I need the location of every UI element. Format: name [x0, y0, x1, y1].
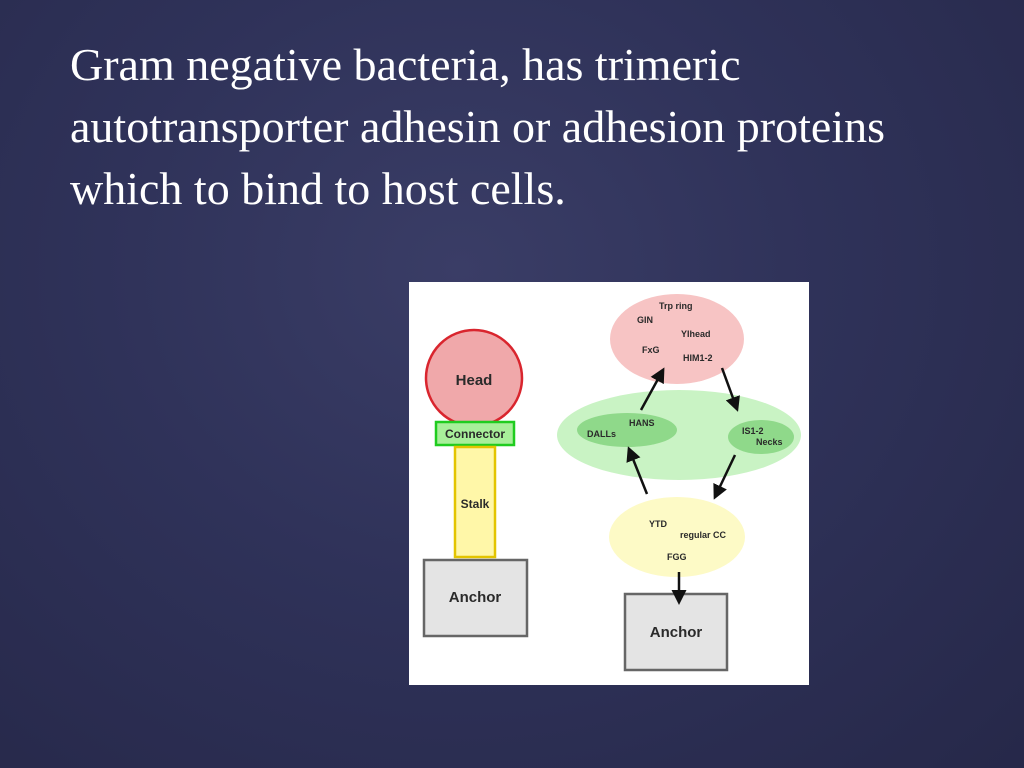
motif-yihead: YIhead	[681, 329, 711, 339]
motif-dalls: DALLs	[587, 429, 616, 439]
motif-hans: HANS	[629, 418, 655, 428]
stalk-motif-region	[609, 497, 745, 577]
motif-ytd: YTD	[649, 519, 668, 529]
slide-title: Gram negative bacteria, has trimeric aut…	[70, 39, 885, 214]
connector-motif-region	[557, 390, 801, 480]
arrow-stalk-to-hans	[626, 446, 649, 495]
is-necks-node	[728, 420, 794, 454]
head-motif-region	[610, 294, 744, 384]
right-anchor-label: Anchor	[650, 624, 703, 641]
stalk-label: Stalk	[461, 497, 490, 511]
motif-is: IS1-2	[742, 426, 764, 436]
arrow-hans-to-head	[639, 367, 665, 411]
hans-dalls-node	[577, 413, 677, 447]
right-anchor-domain	[623, 592, 729, 672]
motif-him: HIM1-2	[683, 353, 713, 363]
motif-trp-ring: Trp ring	[659, 301, 693, 311]
motif-necks: Necks	[756, 437, 783, 447]
left-anchor-label: Anchor	[449, 589, 502, 606]
motif-fgg: FGG	[667, 552, 687, 562]
connector-domain	[434, 420, 516, 447]
head-label: Head	[456, 372, 493, 389]
connector-label: Connector	[445, 427, 505, 441]
motif-gin: GIN	[637, 315, 653, 325]
adhesin-diagram-svg: Head Connector Stalk Anchor Trp ring GIN…	[422, 294, 801, 672]
motif-fxg: FxG	[642, 345, 660, 355]
motif-regular-cc: regular CC	[680, 530, 727, 540]
arrow-head-to-is	[720, 367, 740, 412]
arrow-is-to-stalk	[713, 454, 737, 500]
left-anchor-domain	[422, 558, 529, 638]
stalk-domain	[453, 445, 497, 559]
adhesin-diagram: Head Connector Stalk Anchor Trp ring GIN…	[409, 282, 809, 685]
